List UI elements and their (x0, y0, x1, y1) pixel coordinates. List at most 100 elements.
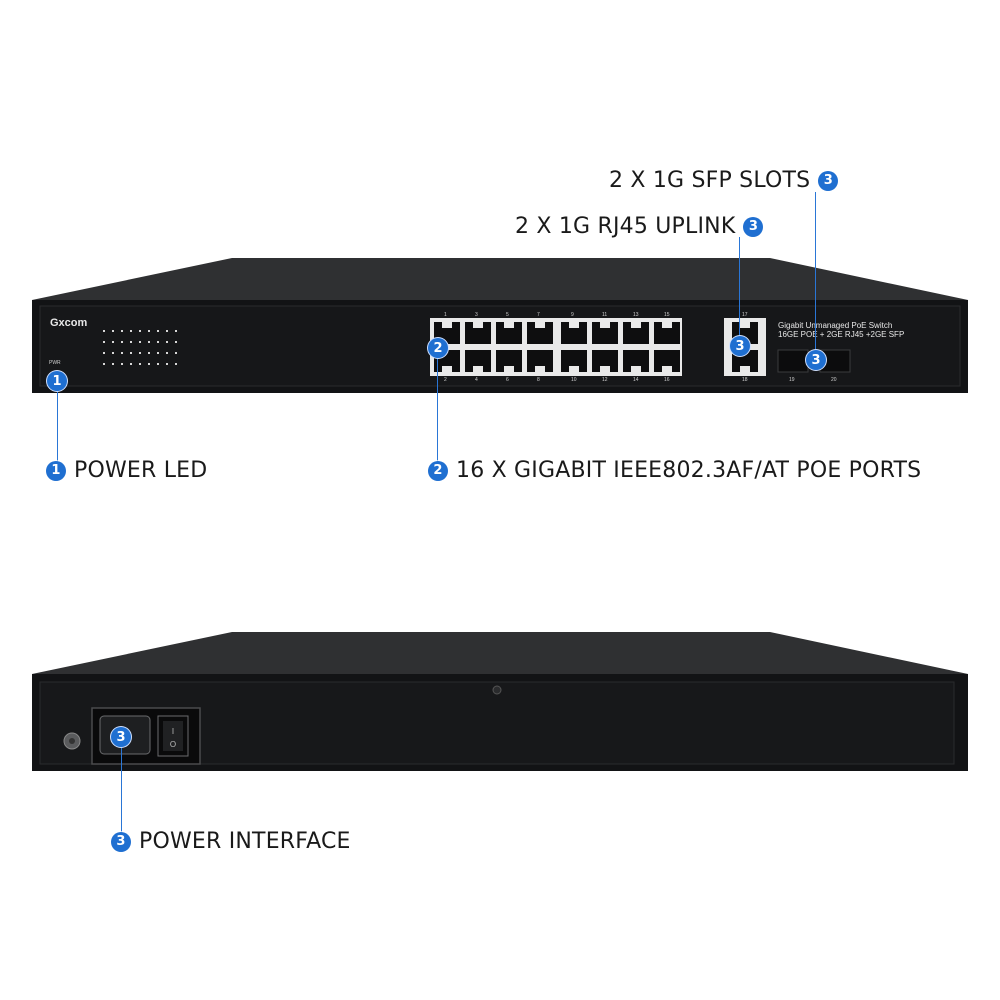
rj45-port (561, 322, 587, 344)
callout-power-led: 1 POWER LED (46, 458, 207, 483)
rj45-port (561, 350, 587, 372)
port-number-top: 13 (633, 312, 639, 318)
status-led (130, 341, 132, 343)
rj45-port (465, 322, 491, 344)
poe-callout-line (437, 350, 438, 463)
rj45-latch (504, 322, 514, 328)
callout-power-interface: 3 POWER INTERFACE (111, 829, 351, 854)
callout-power-interface-badge: 3 (111, 831, 131, 852)
status-led (148, 352, 150, 354)
port-number-bottom: 16 (664, 377, 670, 383)
rj45-latch (600, 322, 610, 328)
rj45-latch (569, 322, 579, 328)
status-led (157, 330, 159, 332)
rj45-latch (631, 322, 641, 328)
status-led (112, 341, 114, 343)
brand-logo: Gxcom (50, 317, 88, 329)
port-number-bottom: 4 (475, 377, 478, 383)
status-led (130, 363, 132, 365)
status-led (112, 330, 114, 332)
status-led (130, 330, 132, 332)
status-led (175, 341, 177, 343)
status-led (166, 330, 168, 332)
callout-power-interface-text: POWER INTERFACE (139, 829, 351, 854)
port-number-top: 9 (571, 312, 574, 318)
status-led (121, 330, 123, 332)
rj45-latch (569, 366, 579, 372)
callout-sfp-slots: 2 X 1G SFP SLOTS 3 (609, 168, 839, 193)
port-number-bottom: 14 (633, 377, 639, 383)
rear-switch-top (32, 632, 968, 674)
sfp-callout-line (815, 192, 816, 356)
status-led (139, 352, 141, 354)
status-led (139, 363, 141, 365)
port-number-bottom: 8 (537, 377, 540, 383)
sfp-slots (777, 349, 851, 373)
rj45-port (623, 322, 649, 344)
callout-power-led-badge: 1 (46, 460, 66, 481)
status-led (121, 352, 123, 354)
status-led (130, 352, 132, 354)
status-led (112, 352, 114, 354)
rj45-latch (442, 322, 452, 328)
sfp-port-number: 20 (831, 377, 837, 383)
status-led (103, 330, 105, 332)
rj45-latch (740, 366, 750, 372)
svg-text:I: I (172, 727, 174, 736)
port-number-bottom: 10 (571, 377, 577, 383)
rear-screw (492, 685, 502, 695)
rj45-latch (535, 322, 545, 328)
power-led-device-badge: 1 (47, 371, 67, 391)
callout-sfp-slots-text: 2 X 1G SFP SLOTS (609, 168, 811, 193)
status-led (166, 352, 168, 354)
status-led (148, 341, 150, 343)
pwr-label: PWR (49, 360, 61, 366)
port-number-top: 5 (506, 312, 509, 318)
front-switch-top (32, 258, 968, 300)
status-led (103, 341, 105, 343)
status-led (157, 363, 159, 365)
sfp-port-number: 19 (789, 377, 795, 383)
rj45-port (465, 350, 491, 372)
port-number-top: 1 (444, 312, 447, 318)
port-number-top: 7 (537, 312, 540, 318)
rj45-port (527, 350, 553, 372)
status-led (139, 341, 141, 343)
poe-ports (434, 322, 680, 372)
callout-power-led-text: POWER LED (74, 458, 208, 483)
svg-text:O: O (170, 740, 176, 749)
status-led (103, 363, 105, 365)
rj45-latch (504, 366, 514, 372)
rj45-port (623, 350, 649, 372)
status-led (157, 352, 159, 354)
sfp-device-badge: 3 (806, 350, 826, 370)
callout-rj45-uplink-text: 2 X 1G RJ45 UPLINK (515, 214, 736, 239)
callout-sfp-slots-badge: 3 (818, 170, 839, 191)
status-led (103, 352, 105, 354)
port-number-top: 15 (664, 312, 670, 318)
status-led (139, 330, 141, 332)
port-number-bottom: 6 (506, 377, 509, 383)
status-led (175, 352, 177, 354)
callout-poe-ports-badge: 2 (428, 460, 448, 481)
rj45-latch (600, 366, 610, 372)
callout-poe-ports-text: 16 X GIGABIT IEEE802.3AF/AT POE PORTS (456, 458, 922, 483)
status-led (121, 363, 123, 365)
callout-rj45-uplink: 2 X 1G RJ45 UPLINK 3 (515, 214, 764, 239)
rj45-latch (473, 322, 483, 328)
status-led (175, 330, 177, 332)
status-led (112, 363, 114, 365)
poe-device-badge: 2 (428, 338, 448, 358)
power-led-callout-line (57, 382, 58, 464)
rj45-latch (535, 366, 545, 372)
model-line-1: Gigabit Unmanaged PoE Switch (778, 321, 893, 330)
uplink-callout-line (739, 237, 740, 345)
status-led (148, 363, 150, 365)
rj45-latch (662, 322, 672, 328)
callout-rj45-uplink-badge: 3 (743, 216, 764, 237)
rj45-latch (631, 366, 641, 372)
rj45-port (654, 322, 680, 344)
status-led (121, 341, 123, 343)
rj45-port (496, 322, 522, 344)
port-number-top: 3 (475, 312, 478, 318)
